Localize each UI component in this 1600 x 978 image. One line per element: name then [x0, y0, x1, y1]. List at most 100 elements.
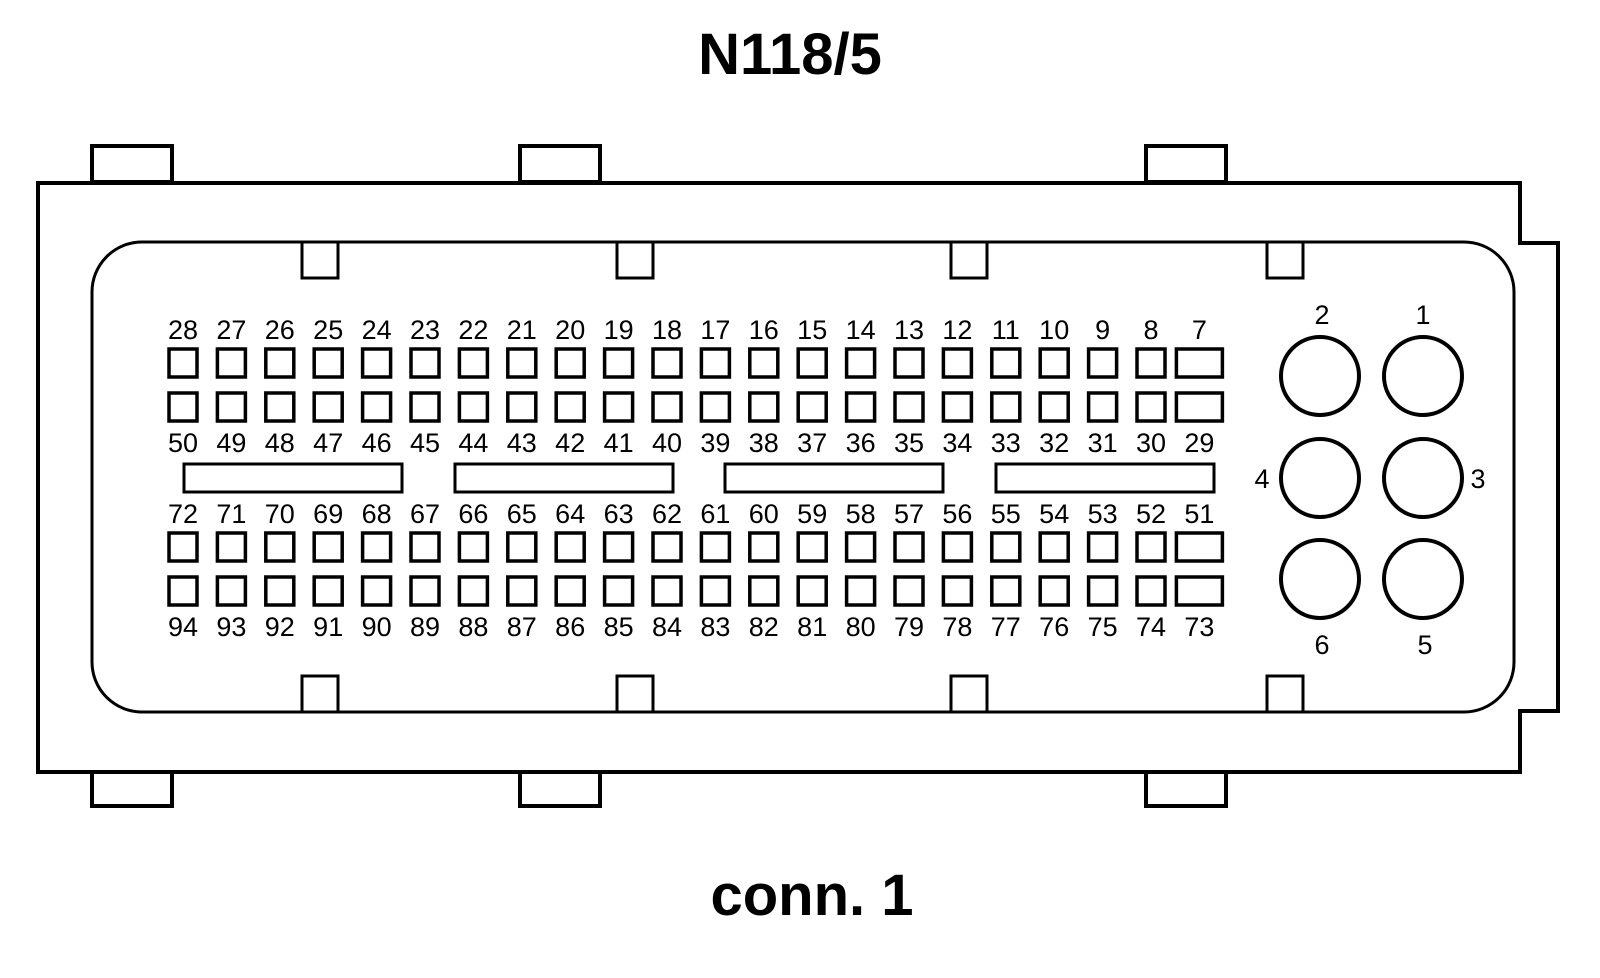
locating-notch [949, 674, 989, 714]
pin-label-28: 28 [168, 315, 198, 345]
pin-socket-20 [554, 347, 586, 379]
pin-label-81: 81 [797, 612, 827, 642]
pin-label-40: 40 [652, 428, 682, 458]
pin-socket-87 [506, 575, 538, 607]
pin-label-70: 70 [265, 499, 295, 529]
pin-label-37: 37 [797, 428, 827, 458]
locating-notch [300, 240, 340, 280]
pin-label-79: 79 [894, 612, 924, 642]
pin-label-71: 71 [216, 499, 246, 529]
pin-socket-29 [1174, 391, 1225, 423]
pin-label-25: 25 [313, 315, 343, 345]
pin-socket-84 [651, 575, 683, 607]
pin-socket-88 [457, 575, 490, 607]
pin-label-82: 82 [749, 612, 779, 642]
pin-label-67: 67 [410, 499, 440, 529]
pin-socket-85 [602, 575, 635, 607]
pin-socket-9 [1086, 347, 1119, 379]
power-pin-3 [1382, 437, 1464, 519]
pin-label-24: 24 [362, 315, 392, 345]
pin-label-13: 13 [894, 315, 924, 345]
pin-socket-10 [1038, 347, 1070, 379]
pin-label-65: 65 [507, 499, 537, 529]
pin-label-52: 52 [1136, 499, 1166, 529]
power-pin-label-3: 3 [1470, 464, 1485, 494]
housing-tab [1144, 768, 1228, 808]
pin-socket-78 [941, 575, 974, 607]
pin-label-57: 57 [894, 499, 924, 529]
pin-socket-61 [699, 531, 732, 563]
pin-socket-91 [312, 575, 344, 607]
pin-socket-86 [554, 575, 586, 607]
pin-socket-66 [457, 531, 490, 563]
pin-label-63: 63 [604, 499, 634, 529]
pin-label-12: 12 [942, 315, 972, 345]
locating-notch [615, 674, 655, 714]
locating-notch [615, 240, 655, 280]
pin-label-41: 41 [604, 428, 634, 458]
pin-socket-18 [651, 347, 683, 379]
pin-socket-38 [748, 391, 780, 423]
pin-label-47: 47 [313, 428, 343, 458]
pin-socket-74 [1135, 575, 1167, 607]
pin-socket-7 [1174, 347, 1225, 379]
pin-label-86: 86 [555, 612, 585, 642]
pin-socket-73 [1174, 575, 1225, 607]
pin-label-80: 80 [846, 612, 876, 642]
power-pin-label-6: 6 [1314, 630, 1329, 660]
diagram-title: N118/5 [698, 22, 882, 87]
pin-socket-44 [457, 391, 490, 423]
pin-socket-68 [360, 531, 393, 563]
pin-socket-89 [409, 575, 441, 607]
pin-label-74: 74 [1136, 612, 1166, 642]
pin-label-77: 77 [991, 612, 1021, 642]
pin-socket-64 [554, 531, 586, 563]
pin-label-33: 33 [991, 428, 1021, 458]
pin-label-23: 23 [410, 315, 440, 345]
pin-socket-77 [990, 575, 1022, 607]
pin-label-42: 42 [555, 428, 585, 458]
pin-socket-12 [941, 347, 974, 379]
pin-label-53: 53 [1088, 499, 1118, 529]
locating-notch [949, 240, 989, 280]
housing-tab [90, 144, 174, 184]
locating-notch [1265, 674, 1305, 714]
pin-socket-17 [699, 347, 732, 379]
pin-label-32: 32 [1039, 428, 1069, 458]
pin-socket-45 [409, 391, 441, 423]
pin-socket-11 [990, 347, 1022, 379]
pin-socket-50 [167, 391, 199, 423]
pin-socket-71 [215, 531, 248, 563]
pin-socket-40 [651, 391, 683, 423]
pin-socket-57 [893, 531, 925, 563]
pin-socket-94 [167, 575, 199, 607]
pin-socket-8 [1135, 347, 1167, 379]
pin-label-90: 90 [362, 612, 392, 642]
pin-label-19: 19 [604, 315, 634, 345]
pin-label-83: 83 [700, 612, 730, 642]
pin-socket-16 [748, 347, 780, 379]
pin-socket-56 [941, 531, 974, 563]
pin-socket-21 [506, 347, 538, 379]
pin-label-64: 64 [555, 499, 585, 529]
pin-label-15: 15 [797, 315, 827, 345]
pin-label-49: 49 [216, 428, 246, 458]
pin-socket-24 [360, 347, 393, 379]
pin-socket-92 [264, 575, 296, 607]
pin-label-68: 68 [362, 499, 392, 529]
pin-label-43: 43 [507, 428, 537, 458]
pin-socket-49 [215, 391, 248, 423]
pin-socket-90 [360, 575, 393, 607]
pin-socket-27 [215, 347, 248, 379]
pin-socket-76 [1038, 575, 1070, 607]
pin-label-91: 91 [313, 612, 343, 642]
separator-bar [182, 462, 404, 494]
pin-label-73: 73 [1184, 612, 1214, 642]
pin-label-62: 62 [652, 499, 682, 529]
pin-label-14: 14 [846, 315, 876, 345]
pin-label-9: 9 [1095, 315, 1110, 345]
pin-label-45: 45 [410, 428, 440, 458]
pin-label-72: 72 [168, 499, 198, 529]
pin-socket-34 [941, 391, 974, 423]
